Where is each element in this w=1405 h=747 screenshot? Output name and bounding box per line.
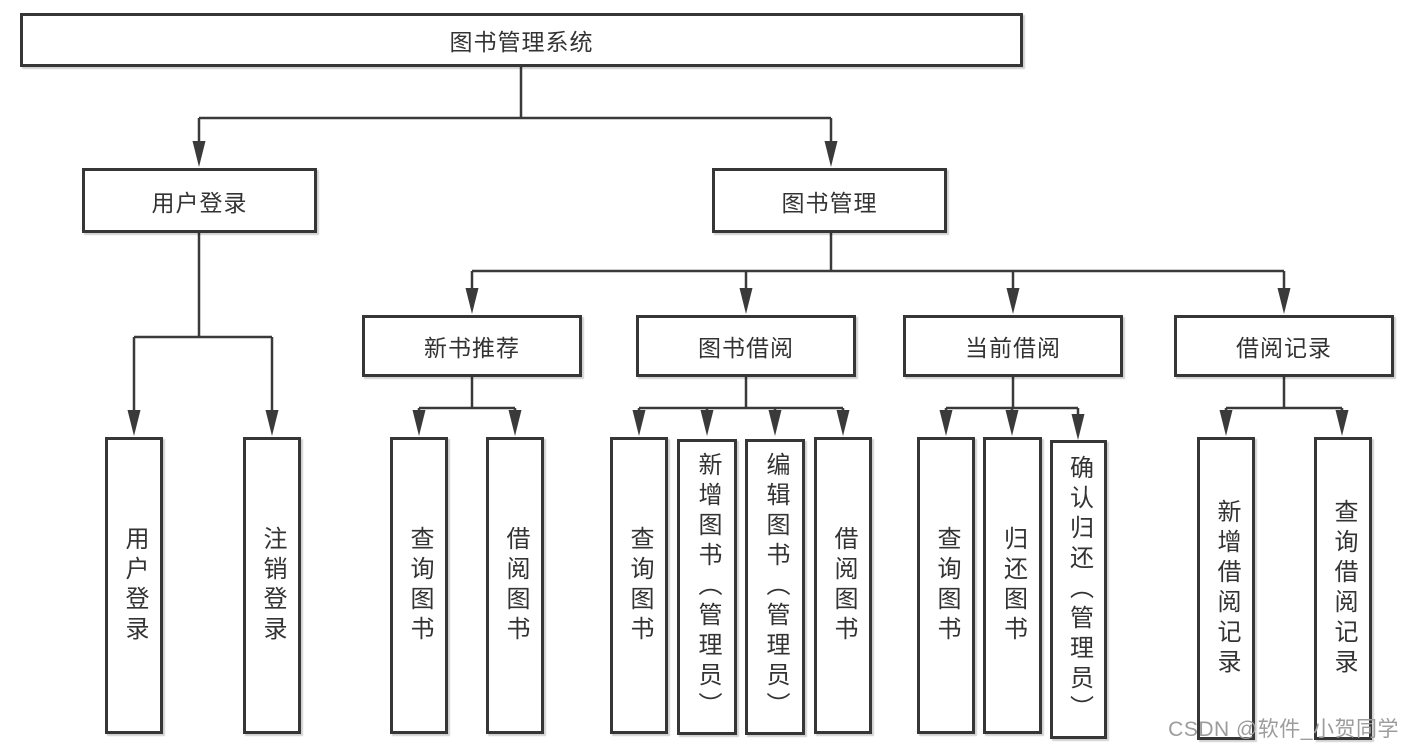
csdn-watermark: CSDN @软件_小贺同学 (1168, 718, 1399, 741)
arrow-icon (127, 410, 141, 436)
node-label: 新书推荐 (424, 335, 520, 361)
node-current-borrowing: 当前借阅 (903, 315, 1123, 377)
arrow-icon (1277, 288, 1291, 314)
node-user-login: 用户登录 (82, 168, 317, 233)
arrow-icon (700, 410, 714, 436)
node-borrowing-records: 借阅记录 (1174, 315, 1394, 377)
leaf-return-books: 归还图书 (983, 437, 1042, 734)
node-label: 用户登录 (151, 189, 248, 216)
node-label: 图书管理 (781, 189, 878, 216)
leaf-confirm-return-admin: 确认归还（管理员） (1050, 440, 1107, 739)
node-label: 新增借阅记录 (1213, 498, 1240, 679)
arrow-icon (632, 410, 646, 436)
leaf-query-books-borrow: 查询图书 (610, 437, 668, 734)
node-label: 查询图书 (406, 525, 433, 646)
arrow-icon (265, 410, 279, 436)
arrow-icon (939, 410, 953, 436)
node-label: 借阅图书 (502, 525, 529, 646)
node-label: 借阅记录 (1236, 335, 1332, 361)
connector-user-login-to-children (132, 233, 274, 420)
arrow-icon (739, 288, 753, 314)
arrow-icon (836, 410, 850, 436)
leaf-add-borrow-record: 新增借阅记录 (1197, 437, 1255, 740)
arrow-icon (192, 141, 206, 167)
arrow-icon (1005, 410, 1019, 436)
leaf-edit-books-admin: 编辑图书（管理员） (745, 439, 805, 735)
connector-new-book-to-children (417, 377, 517, 420)
arrow-icon (768, 410, 782, 436)
node-label: 归还图书 (999, 525, 1027, 646)
node-new-book-recommend: 新书推荐 (362, 315, 582, 377)
connector-book-borrow-to-children (637, 377, 845, 420)
node-label: 确认归还（管理员） (1065, 454, 1093, 725)
node-book-management: 图书管理 (712, 168, 947, 233)
arrow-icon (412, 410, 426, 436)
node-label: 新增图书（管理员） (694, 452, 721, 722)
node-label: 图书管理系统 (449, 29, 594, 55)
leaf-borrow-books-recommend: 借阅图书 (486, 437, 544, 734)
connector-current-borrow-to-children (944, 377, 1080, 424)
leaf-user-login: 用户登录 (105, 437, 163, 734)
node-label: 查询图书 (933, 525, 960, 646)
connector-borrow-record-to-children (1224, 377, 1344, 420)
node-label: 编辑图书（管理员） (762, 452, 789, 722)
leaf-query-books-recommend: 查询图书 (390, 437, 448, 734)
arrow-icon (1006, 288, 1020, 314)
node-label: 查询借阅记录 (1330, 498, 1357, 679)
node-label: 借阅图书 (830, 525, 857, 646)
leaf-query-books-current: 查询图书 (917, 437, 975, 734)
arrow-icon (465, 288, 479, 314)
node-book-borrowing: 图书借阅 (636, 315, 856, 377)
arrow-icon (1219, 410, 1233, 436)
arrow-icon (824, 141, 838, 167)
node-root-library-system: 图书管理系统 (20, 13, 1023, 67)
leaf-logout: 注销登录 (243, 437, 301, 734)
arrow-icon (1335, 410, 1349, 436)
arrow-icon (1071, 414, 1085, 440)
node-label: 注销登录 (259, 525, 286, 646)
node-label: 当前借阅 (965, 335, 1061, 361)
connector-root-to-level2 (197, 67, 833, 148)
leaf-query-borrow-record: 查询借阅记录 (1314, 437, 1372, 740)
leaf-borrow-books: 借阅图书 (814, 437, 872, 734)
leaf-add-books-admin: 新增图书（管理员） (677, 439, 737, 735)
arrow-icon (508, 410, 522, 436)
connector-book-management-to-children (470, 233, 1286, 295)
node-label: 查询图书 (626, 525, 653, 646)
node-label: 图书借阅 (698, 335, 794, 361)
node-label: 用户登录 (121, 525, 148, 646)
